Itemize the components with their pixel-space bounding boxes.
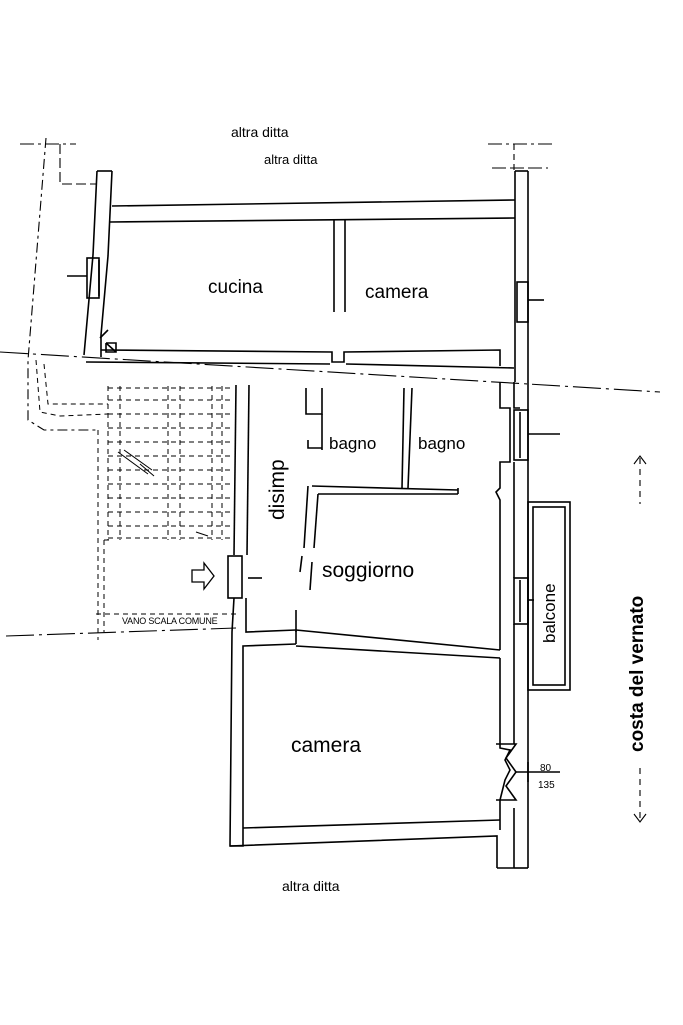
neighbour-label-top-inner: altra ditta <box>264 152 318 167</box>
window-dimension-lower: 135 <box>538 780 555 791</box>
stair-arrow-marks <box>117 449 209 537</box>
window-dimension-upper: 80 <box>540 763 552 774</box>
stairwell-label: VANO SCALA COMUNE <box>122 616 218 626</box>
room-label-bedroom-upper: camera <box>365 282 429 303</box>
neighbour-label-bottom: altra ditta <box>282 878 340 894</box>
room-label-bedroom-lower: camera <box>291 734 362 757</box>
room-label-bathroom-right: bagno <box>418 434 466 453</box>
street-direction-arrow <box>633 455 647 823</box>
entrance-arrow-icon <box>191 561 215 591</box>
neighbour-label-top-outer: altra ditta <box>231 124 289 140</box>
street-name-label: costa del vernato <box>627 595 648 752</box>
stairwell-steps <box>35 359 236 640</box>
room-label-balcony: balcone <box>540 583 559 643</box>
room-label-kitchen: cucina <box>208 277 263 298</box>
room-label-living-room: soggiorno <box>322 559 415 582</box>
lower-block-walls <box>227 382 571 869</box>
room-label-hallway: disimp <box>266 459 289 520</box>
upper-block-walls <box>67 170 544 382</box>
room-label-bathroom-left: bagno <box>329 434 377 453</box>
reference-lines <box>0 137 661 637</box>
